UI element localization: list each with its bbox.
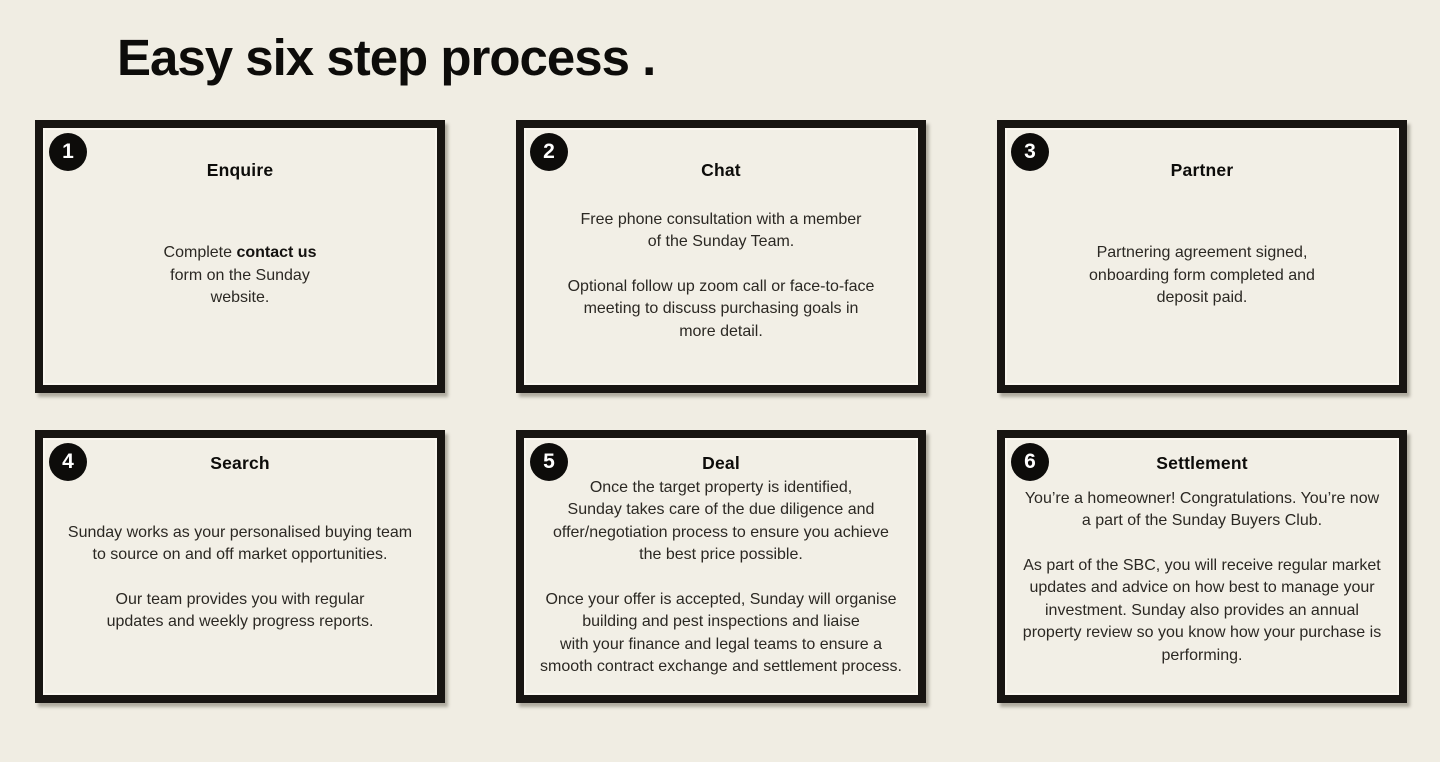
step-card-inner: Chat Free phone consultation with a memb… [524,128,918,385]
step-paragraph: Once your offer is accepted, Sunday will… [540,590,902,676]
step-paragraph: Free phone consultation with a member of… [580,210,862,251]
step-card-enquire: 1 Enquire Complete contact us form on th… [35,120,445,393]
step-card-inner: Search Sunday works as your personalised… [43,438,437,695]
step-number-badge: 3 [1011,133,1049,171]
step-description: Sunday works as your personalised buying… [55,474,425,681]
step-card-deal: 5 Deal Once the target property is ident… [516,430,926,703]
step-paragraph: Partnering agreement signed, onboarding … [1089,244,1315,307]
step-title: Chat [701,160,741,180]
step-card-inner: Partner Partnering agreement signed, onb… [1005,128,1399,385]
step-paragraph: Complete contact us form on the Sunday w… [163,244,317,307]
step-card-inner: Enquire Complete contact us form on the … [43,128,437,385]
step-number-badge: 6 [1011,443,1049,481]
step-number-badge: 1 [49,133,87,171]
step-description: You’re a homeowner! Congratulations. You… [1017,474,1387,681]
step-title: Deal [702,453,740,473]
steps-grid: 1 Enquire Complete contact us form on th… [35,120,1407,703]
step-title: Enquire [206,160,274,180]
step-description: Once the target property is identified, … [536,474,906,681]
step-paragraph: Sunday works as your personalised buying… [67,523,413,564]
step-title: Search [210,453,270,473]
step-title: Settlement [1156,453,1248,473]
step-card-partner: 3 Partner Partnering agreement signed, o… [997,120,1407,393]
step-card-settlement: 6 Settlement You’re a homeowner! Congrat… [997,430,1407,703]
page-title: Easy six step process . [117,29,656,86]
step-description: Free phone consultation with a member of… [536,181,906,371]
step-paragraph: Optional follow up zoom call or face-to-… [567,277,875,340]
step-description: Partnering agreement signed, onboarding … [1017,181,1387,371]
step-paragraph: As part of the SBC, you will receive reg… [1022,556,1382,664]
step-number-badge: 5 [530,443,568,481]
step-number-badge: 2 [530,133,568,171]
step-title: Partner [1170,160,1234,180]
step-paragraph: Our team provides you with regular updat… [106,590,374,631]
step-card-inner: Settlement You’re a homeowner! Congratul… [1005,438,1399,695]
step-card-search: 4 Search Sunday works as your personalis… [35,430,445,703]
step-card-inner: Deal Once the target property is identif… [524,438,918,695]
step-description: Complete contact us form on the Sunday w… [55,181,425,371]
step-card-chat: 2 Chat Free phone consultation with a me… [516,120,926,393]
step-number-badge: 4 [49,443,87,481]
step-paragraph: You’re a homeowner! Congratulations. You… [1024,489,1380,530]
step-paragraph: Once the target property is identified, … [553,478,889,564]
